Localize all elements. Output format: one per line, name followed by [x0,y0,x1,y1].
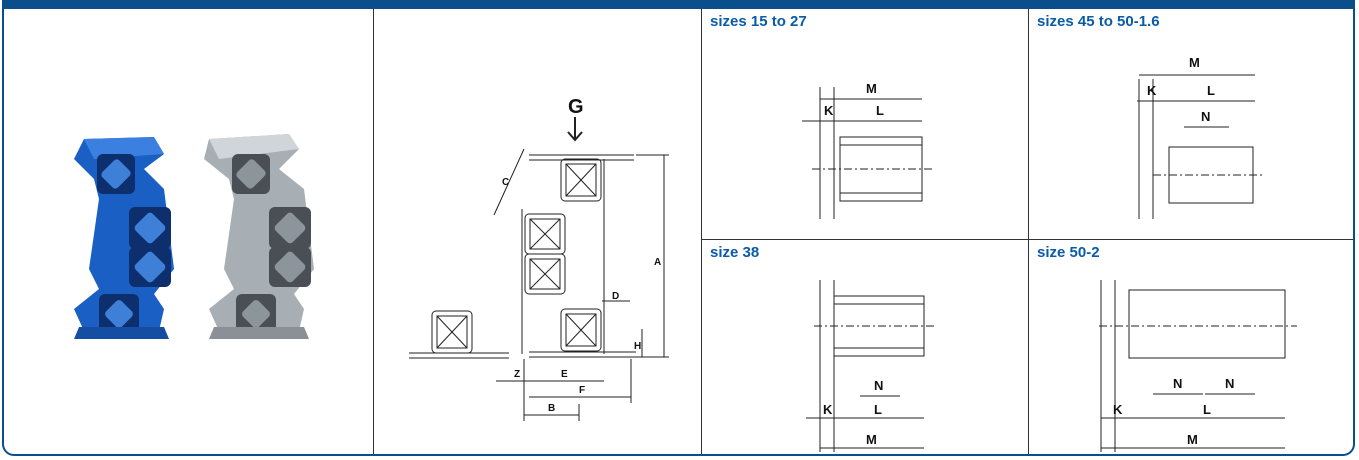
label-b: B [548,403,555,414]
label-h: H [634,341,641,352]
label-f: F [579,385,585,396]
label-c: C [502,177,509,188]
main-drawing-panel: G [374,9,701,454]
panel-sizes-45-50: sizes 45 to 50-1.6 M L K N [1029,9,1353,239]
label-d: D [612,291,619,302]
product-photo [74,134,314,339]
dim-k: K [1147,83,1157,98]
drawing-sizes-45-50: M L K N [1137,55,1265,219]
label-a: A [654,257,661,268]
label-e: E [561,369,568,380]
dim-n: N [1201,109,1210,124]
dim-k: K [823,402,833,417]
dim-m: M [866,432,877,447]
divider-2 [701,9,702,454]
panel-title: sizes 15 to 27 [710,13,807,30]
divider-row [701,239,1353,240]
dim-m: M [1189,55,1200,70]
main-drawing: G [409,96,669,421]
label-z: Z [514,369,520,380]
panel-sizes-15-27: sizes 15 to 27 M L K [702,9,1028,239]
blue-mount-image [74,137,174,339]
grey-mount-image [204,134,314,339]
label-g: G [568,96,584,118]
panel-size-50-2: size 50-2 N N L K M [1029,240,1353,454]
dim-n-2: N [1225,376,1234,391]
dim-l: L [1203,402,1211,417]
dim-n: N [874,378,883,393]
dim-m: M [866,81,877,96]
divider-3 [1028,9,1029,454]
panel-size-38: size 38 N L K M [702,240,1028,454]
arrow-g [567,117,583,142]
dim-l: L [876,103,884,118]
dim-l: L [1207,83,1215,98]
dim-k: K [824,103,834,118]
dim-m: M [1187,432,1198,447]
drawing-sizes-15-27: M L K [802,81,932,219]
product-photo-panel [4,9,373,454]
panel-title: size 50-2 [1037,244,1100,261]
dim-k: K [1113,402,1123,417]
dim-l: L [874,402,882,417]
drawing-size-50-2: N N L K M [1099,280,1297,452]
drawing-size-38: N L K M [806,280,934,452]
panel-title: sizes 45 to 50-1.6 [1037,13,1160,30]
panel-title: size 38 [710,244,760,261]
dim-n-1: N [1173,376,1182,391]
divider-1 [373,9,374,454]
